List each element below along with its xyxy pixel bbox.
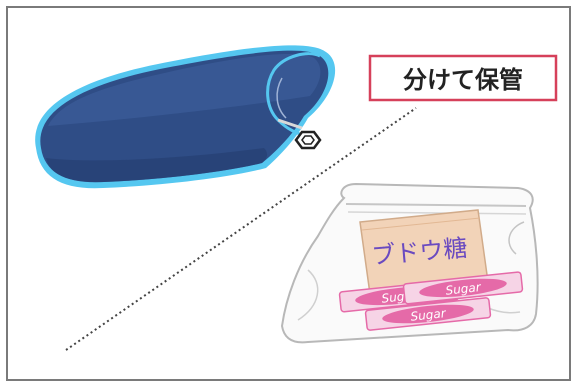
sugar-stick-label: Sugar <box>410 306 447 324</box>
sugar-stick: Sugar <box>402 271 524 305</box>
illustration-frame: ブドウ糖 Sugar Sugar Sugar 分けて保管 <box>6 6 571 381</box>
separator-dotted-line <box>65 107 417 351</box>
pouch <box>35 45 336 189</box>
glucose-packet: ブドウ糖 <box>359 209 489 295</box>
sugar-stick-label: Sugar <box>445 280 482 298</box>
illustration-canvas: ブドウ糖 Sugar Sugar Sugar 分けて保管 <box>35 45 558 351</box>
caption-box: 分けて保管 <box>368 54 558 102</box>
zipper-pull-icon <box>294 130 322 150</box>
sugar-stick: Sugar <box>364 297 492 331</box>
caption-text: 分けて保管 <box>403 66 523 94</box>
